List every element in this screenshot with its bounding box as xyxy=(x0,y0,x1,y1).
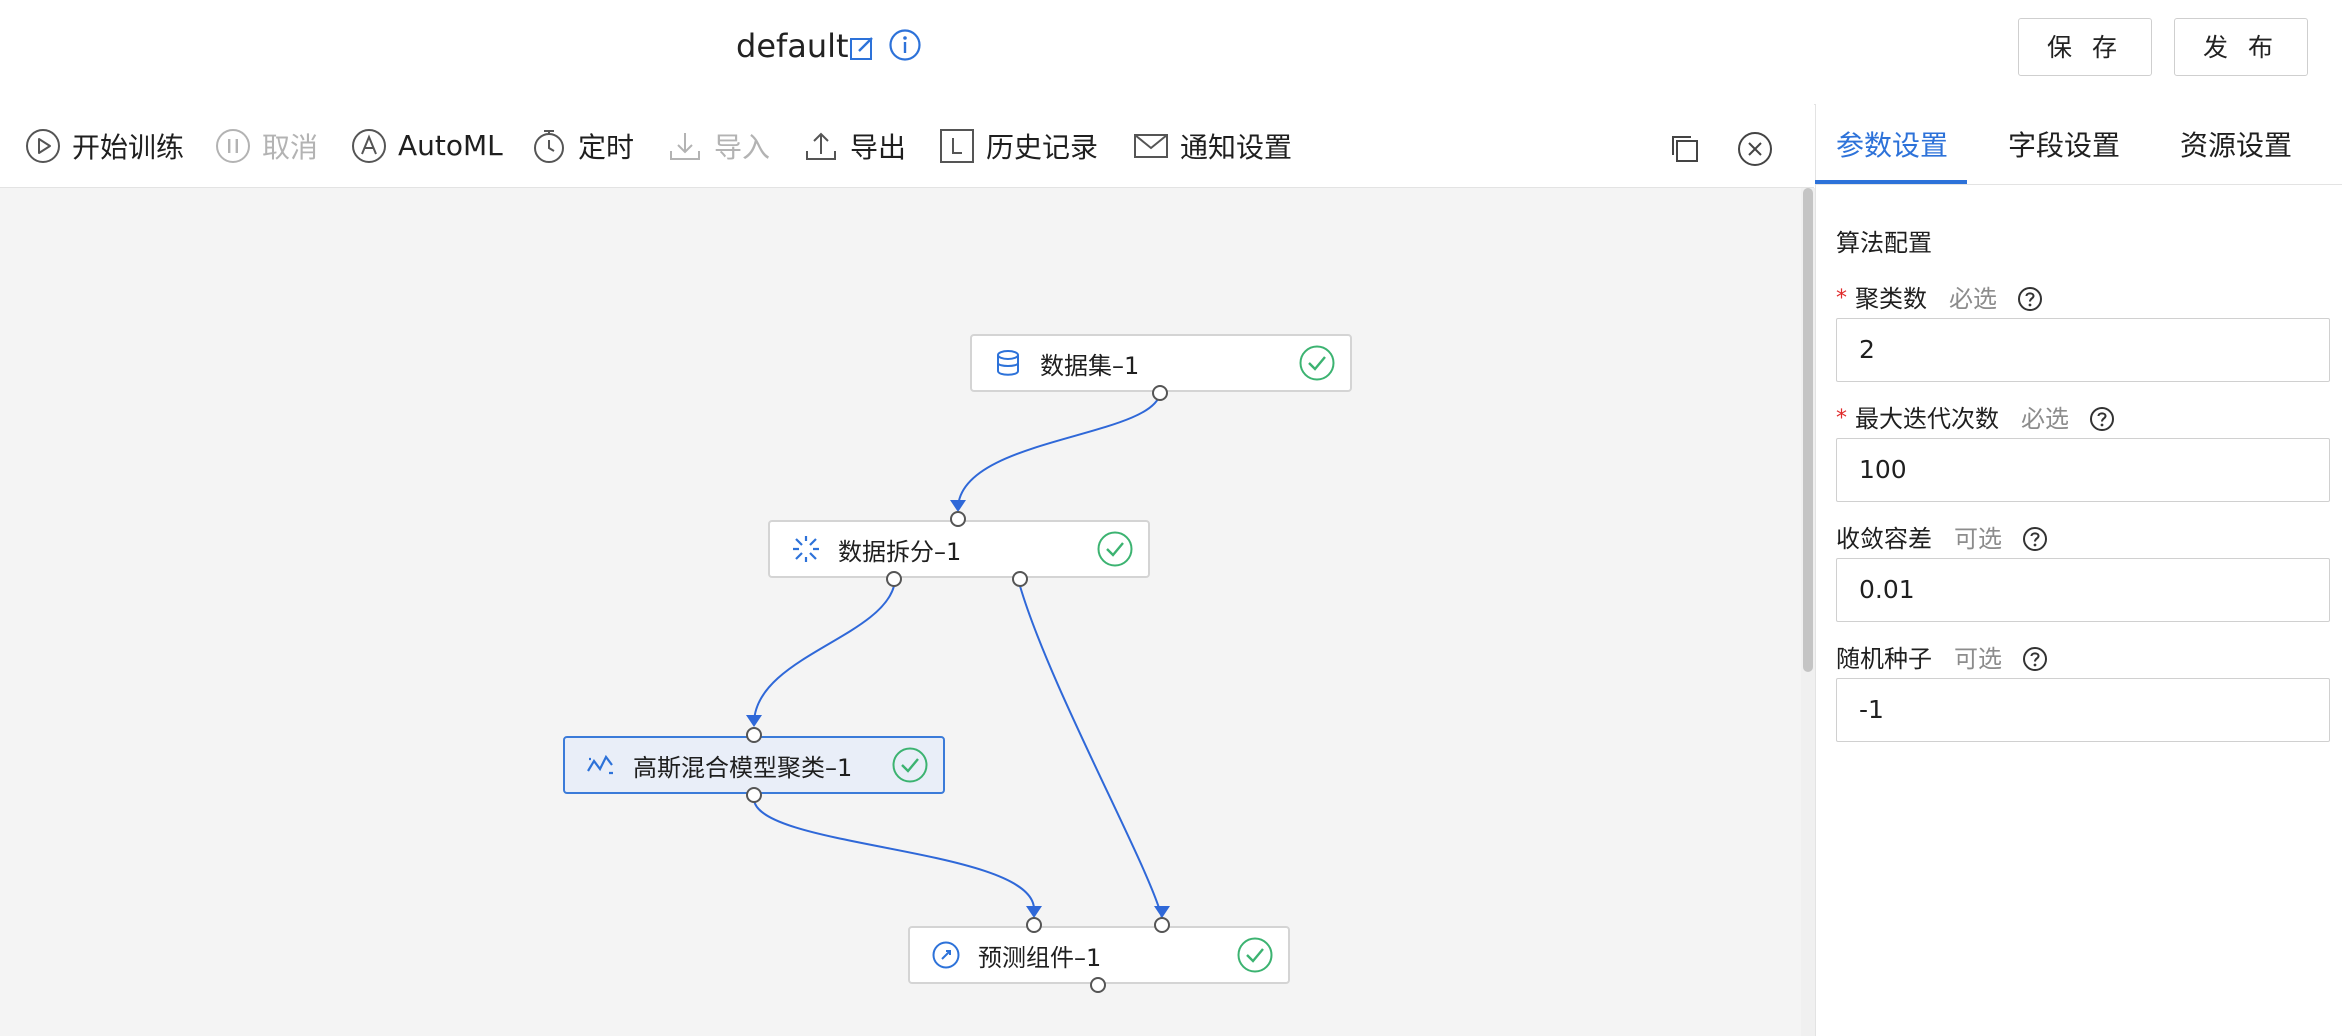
edge-gmm-to-predict xyxy=(753,799,1035,909)
automl-button[interactable]: AutoML xyxy=(350,104,503,187)
max-iterations-input[interactable]: 100 xyxy=(1836,438,2330,502)
tab-resource-settings[interactable]: 资源设置 xyxy=(2180,129,2293,162)
pause-icon xyxy=(216,128,250,163)
publish-button[interactable]: 发 布 xyxy=(2174,18,2308,76)
success-check-icon xyxy=(892,747,928,783)
node-dataset[interactable]: 数据集–1 xyxy=(970,334,1352,392)
field-hint: 可选 xyxy=(1954,525,2002,553)
node-predict[interactable]: 预测组件–1 xyxy=(908,926,1290,984)
mail-icon xyxy=(1134,133,1168,158)
cancel-button[interactable]: 取消 xyxy=(214,104,318,187)
field-label-row: 收敛容差 可选 xyxy=(1836,522,2048,556)
active-tab-indicator xyxy=(1815,180,1967,184)
input-port[interactable] xyxy=(746,727,762,743)
input-port[interactable] xyxy=(950,511,966,527)
output-port[interactable] xyxy=(746,787,762,803)
predict-icon xyxy=(932,941,960,969)
field-label: 聚类数 xyxy=(1855,285,1927,313)
automl-icon xyxy=(352,128,386,163)
export-button[interactable]: 导出 xyxy=(802,104,906,187)
arrow-head xyxy=(1026,906,1042,918)
field-hint: 可选 xyxy=(1954,645,2002,673)
cluster-count-input[interactable]: 2 xyxy=(1836,318,2330,382)
tab-divider xyxy=(1815,184,2342,185)
input-port[interactable] xyxy=(1026,917,1042,933)
pipeline-canvas[interactable]: 数据集–1 数据拆分–1 高斯混合模型聚类–1 xyxy=(0,188,1801,1036)
field-label-row: * 聚类数 必选 xyxy=(1836,282,2043,316)
field-label: 最大迭代次数 xyxy=(1855,405,1999,433)
history-label: 历史记录 xyxy=(986,130,1099,164)
pipeline-title: default xyxy=(736,27,849,65)
import-label: 导入 xyxy=(714,130,771,164)
tab-field-settings[interactable]: 字段设置 xyxy=(2008,129,2121,162)
import-icon xyxy=(670,132,700,160)
output-port[interactable] xyxy=(886,571,902,587)
database-icon xyxy=(997,350,1019,376)
save-button[interactable]: 保 存 xyxy=(2018,18,2152,76)
export-label: 导出 xyxy=(850,130,907,164)
node-label: 高斯混合模型聚类–1 xyxy=(633,753,853,782)
import-button[interactable]: 导入 xyxy=(666,104,770,187)
split-icon xyxy=(793,536,819,562)
required-mark: * xyxy=(1836,406,1847,431)
field-label-row: * 最大迭代次数 必选 xyxy=(1836,402,2115,436)
field-hint: 必选 xyxy=(1949,285,1997,313)
start-training-button[interactable]: 开始训练 xyxy=(24,104,184,187)
arrow-head xyxy=(950,500,966,512)
tab-param-settings[interactable]: 参数设置 xyxy=(1836,129,1949,162)
help-icon[interactable] xyxy=(2022,646,2048,672)
edit-icon[interactable] xyxy=(848,34,876,62)
output-port[interactable] xyxy=(1012,571,1028,587)
cluster-icon xyxy=(587,754,613,775)
field-label: 随机种子 xyxy=(1836,645,1932,673)
export-icon xyxy=(806,132,836,160)
section-title: 算法配置 xyxy=(1836,229,1932,257)
info-icon[interactable] xyxy=(888,28,922,62)
node-label: 数据拆分–1 xyxy=(838,537,962,566)
output-port[interactable] xyxy=(1090,977,1106,993)
random-seed-input[interactable]: -1 xyxy=(1836,678,2330,742)
input-port[interactable] xyxy=(1154,917,1170,933)
node-gmm-cluster[interactable]: 高斯混合模型聚类–1 xyxy=(563,736,945,794)
header-bar xyxy=(0,0,2342,105)
notify-settings-button[interactable]: 通知设置 xyxy=(1132,104,1292,187)
field-label-row: 随机种子 可选 xyxy=(1836,642,2048,676)
toolbar xyxy=(0,104,1814,188)
help-icon[interactable] xyxy=(2022,526,2048,552)
history-icon xyxy=(940,128,974,163)
success-check-icon xyxy=(1097,531,1133,567)
node-label: 数据集–1 xyxy=(1040,351,1140,380)
field-label: 收敛容差 xyxy=(1836,525,1932,553)
arrow-head xyxy=(746,715,762,727)
edge-dataset-to-split xyxy=(957,393,1161,509)
automl-label: AutoML xyxy=(398,129,503,162)
node-data-split[interactable]: 数据拆分–1 xyxy=(768,520,1150,578)
success-check-icon xyxy=(1237,937,1273,973)
tolerance-input[interactable]: 0.01 xyxy=(1836,558,2330,622)
start-training-label: 开始训练 xyxy=(72,130,185,164)
canvas-scrollbar-thumb[interactable] xyxy=(1803,188,1813,672)
node-label: 预测组件–1 xyxy=(978,943,1102,972)
success-check-icon xyxy=(1299,345,1335,381)
output-port[interactable] xyxy=(1152,385,1168,401)
edges-layer xyxy=(746,393,1170,919)
edge-split-to-gmm xyxy=(753,585,895,724)
help-icon[interactable] xyxy=(2017,286,2043,312)
cancel-label: 取消 xyxy=(262,130,319,164)
notify-settings-label: 通知设置 xyxy=(1180,130,1293,164)
required-mark: * xyxy=(1836,286,1847,311)
edge-split-to-predict xyxy=(1019,585,1163,919)
play-icon xyxy=(26,128,60,163)
schedule-label: 定时 xyxy=(578,130,635,164)
close-circle-icon[interactable] xyxy=(1736,130,1774,168)
timer-icon xyxy=(534,129,564,163)
field-hint: 必选 xyxy=(2021,405,2069,433)
schedule-button[interactable]: 定时 xyxy=(530,104,634,187)
arrow-head xyxy=(1154,906,1170,918)
help-icon[interactable] xyxy=(2089,406,2115,432)
copy-icon[interactable] xyxy=(1666,130,1704,168)
history-button[interactable]: 历史记录 xyxy=(938,104,1098,187)
